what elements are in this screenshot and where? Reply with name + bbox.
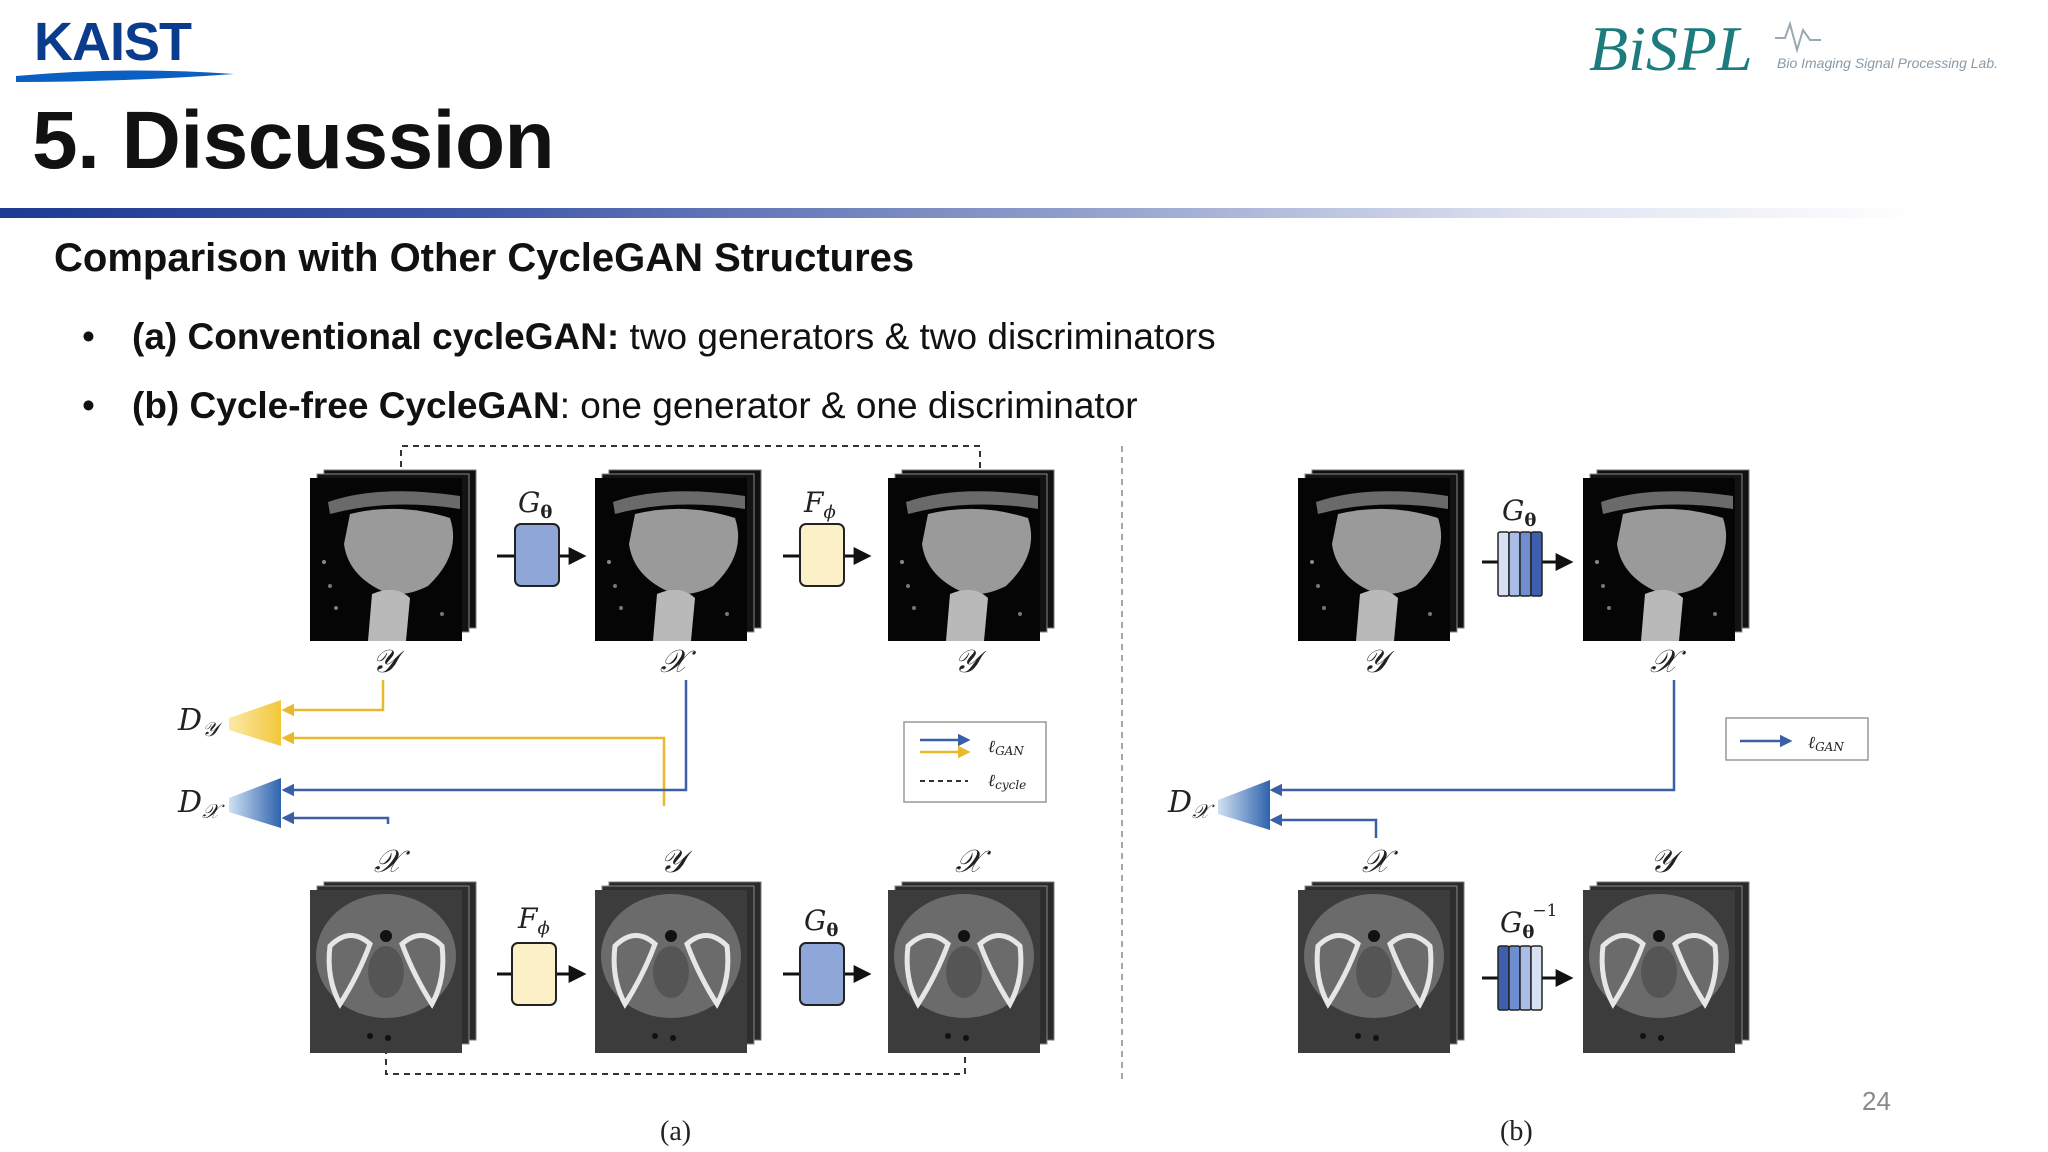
legend-gan-label: ℓGAN	[1808, 733, 1844, 754]
bullet-dot: •	[82, 385, 95, 426]
panel-b: Gθ 𝒴 𝒳 D𝒳 ℓGAN 𝒳 𝒴 Gθ−1 (b)	[1167, 469, 1869, 1147]
bullet-item: • (b) Cycle-free CycleGAN: one generator …	[82, 385, 1138, 427]
discriminator-dx-shape	[1218, 780, 1270, 830]
cyclegan-comparison-figure: Gθ Fϕ 𝒴 𝒳 𝒴 D𝒴 D𝒳 ℓGAN ℓcycle 𝒳 𝒴	[177, 445, 1869, 1147]
bullet-dot: •	[82, 316, 95, 357]
bullet-text: two generators & two discriminators	[619, 316, 1216, 357]
generator-f-label: Fϕ	[517, 902, 550, 939]
discriminator-dy-label: D𝒴	[177, 703, 223, 741]
discriminator-dx-label: D𝒳	[1167, 785, 1215, 823]
domain-label-x: 𝒳	[660, 642, 697, 680]
ct-image-stack-x-top	[1582, 469, 1750, 642]
generator-g-inverse-layers	[1497, 945, 1543, 1011]
domain-label-x: 𝒳	[1362, 842, 1399, 880]
panel-a: Gθ Fϕ 𝒴 𝒳 𝒴 D𝒴 D𝒳 ℓGAN ℓcycle 𝒳 𝒴	[177, 445, 1055, 1147]
slide-title: 5. Discussion	[32, 95, 555, 186]
cycle-loss-dashed-bottom	[385, 1048, 966, 1075]
domain-label-x: 𝒳	[1650, 642, 1687, 680]
discriminator-dx-label: D𝒳	[177, 785, 225, 823]
domain-label-y: 𝒴	[1650, 842, 1683, 880]
legend-cycle-label: ℓcycle	[988, 771, 1026, 792]
discriminator-dx-shape	[229, 778, 281, 828]
ct-image-stack-y-top	[1297, 469, 1465, 642]
generator-g-label: Gθ	[518, 486, 552, 523]
bullet-text: : one generator & one discriminator	[559, 385, 1138, 426]
generator-g-label: Gθ	[1502, 494, 1536, 531]
generator-g-inverse-label: Gθ−1	[1500, 901, 1557, 943]
domain-label-x: 𝒳	[955, 842, 992, 880]
ct-image-stack-x-bottom	[1298, 882, 1464, 1053]
figure-caption-a: (a)	[660, 1116, 691, 1147]
legend-gan-label: ℓGAN	[988, 737, 1024, 758]
bispl-logo: BiSPL Bio Imaging Signal Processing Lab.	[1589, 13, 1998, 84]
domain-label-x: 𝒳	[374, 842, 411, 880]
domain-label-y: 𝒴	[954, 642, 987, 680]
generator-g-theta-layers	[1497, 531, 1543, 597]
ct-image-stack-y-bottom	[1583, 882, 1749, 1053]
ct-image-stack-y-top-left	[309, 469, 477, 642]
generator-g-theta-block	[514, 523, 560, 587]
ct-image-stack-y-bottom-middle	[595, 882, 761, 1053]
ct-image-stack-y-top-right	[887, 469, 1055, 642]
figure-caption-b: (b)	[1500, 1116, 1533, 1147]
ct-image-stack-x-bottom-right	[888, 882, 1054, 1053]
cycle-loss-dashed-top	[400, 445, 981, 478]
generator-f-phi-block	[799, 523, 845, 587]
section-heading: Comparison with Other CycleGAN Structure…	[54, 236, 915, 280]
kaist-logo: KAIST	[16, 12, 234, 82]
generator-f-phi-block	[511, 942, 557, 1006]
discriminator-dy-shape	[229, 700, 281, 746]
bispl-logo-text: BiSPL	[1589, 13, 1753, 84]
page-number: 24	[1862, 1086, 1891, 1116]
domain-label-y: 𝒴	[1362, 642, 1395, 680]
legend-a: ℓGAN ℓcycle	[903, 721, 1047, 803]
bullet-bold: (a) Conventional cycleGAN:	[132, 316, 620, 357]
kaist-logo-text: KAIST	[34, 12, 192, 72]
bullet-bold: (b) Cycle-free CycleGAN	[132, 385, 560, 426]
ct-image-stack-x-bottom-left	[310, 882, 476, 1053]
domain-label-y: 𝒴	[372, 642, 405, 680]
ct-image-stack-x-top-middle	[594, 469, 762, 642]
bullet-item: • (a) Conventional cycleGAN: two generato…	[82, 316, 1216, 358]
title-divider	[0, 208, 1920, 218]
generator-f-label: Fϕ	[803, 486, 836, 523]
domain-label-y: 𝒴	[660, 842, 693, 880]
legend-b: ℓGAN	[1725, 717, 1869, 761]
generator-g-label: Gθ	[804, 904, 838, 941]
generator-g-theta-block	[799, 942, 845, 1006]
bispl-subtitle: Bio Imaging Signal Processing Lab.	[1777, 55, 1998, 71]
